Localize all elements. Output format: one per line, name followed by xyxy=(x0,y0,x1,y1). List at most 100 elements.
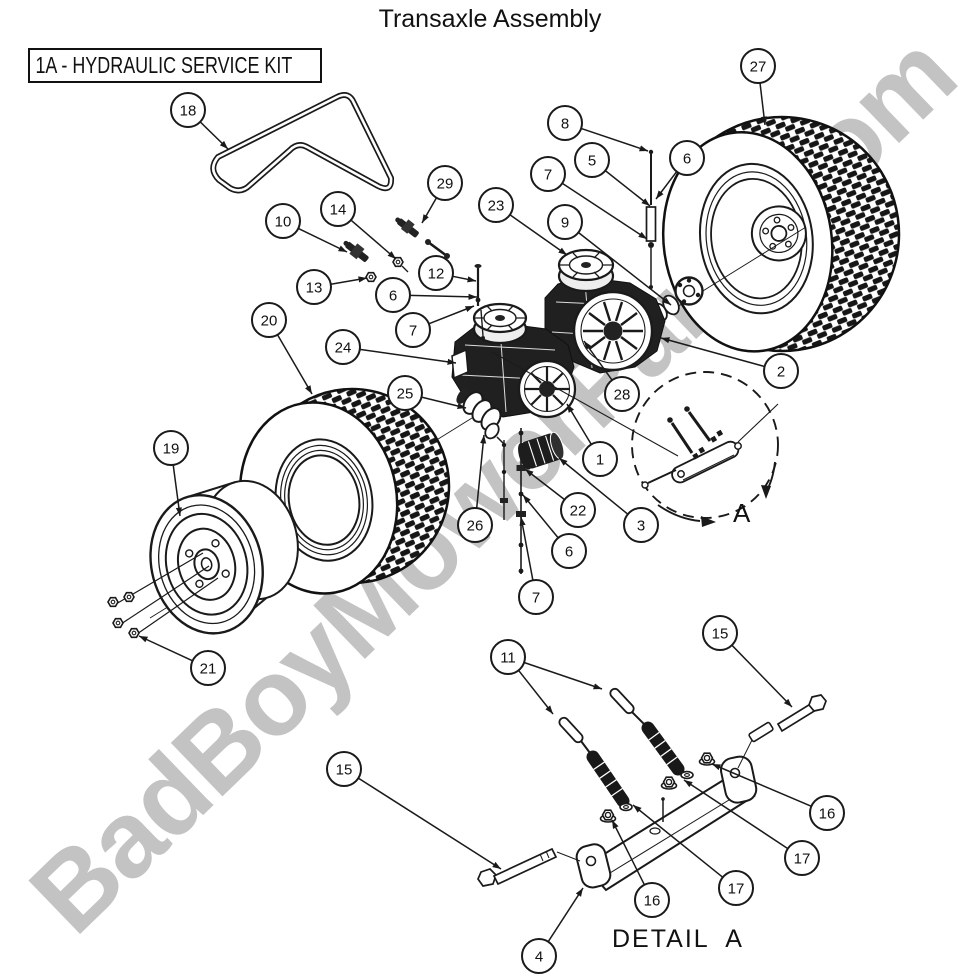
callout-balloon xyxy=(296,269,332,305)
right-transaxle xyxy=(544,248,666,374)
washer xyxy=(680,770,694,780)
callout-21: 21 xyxy=(138,635,226,686)
callout-balloon xyxy=(763,353,799,389)
leader-line xyxy=(759,82,768,126)
leader-line xyxy=(428,305,475,325)
callout-balloon xyxy=(418,255,454,291)
callout-number: 20 xyxy=(261,313,278,330)
callout-number: 24 xyxy=(335,340,352,357)
leader-line xyxy=(357,777,502,870)
callout-balloon xyxy=(326,751,362,787)
leader-line xyxy=(583,340,613,381)
callout-number: 6 xyxy=(389,288,397,305)
leader-line xyxy=(475,434,487,509)
callout-number: 7 xyxy=(409,323,417,340)
callout-17: 17 xyxy=(683,779,820,876)
wheel-rim xyxy=(149,479,299,635)
leader-line xyxy=(409,293,478,300)
leader-line xyxy=(421,396,467,409)
callout-number: 6 xyxy=(565,544,573,561)
leader-line xyxy=(632,804,724,878)
callout-balloon xyxy=(604,376,640,412)
washer xyxy=(619,802,633,812)
leader-line xyxy=(509,214,568,256)
callout-6: 6 xyxy=(522,494,587,569)
callout-number: 5 xyxy=(588,153,596,170)
callout-23: 23 xyxy=(478,187,568,256)
callout-18: 18 xyxy=(170,92,229,150)
callout-13: 13 xyxy=(296,269,368,305)
callout-29: 29 xyxy=(421,165,463,224)
callout-number: 4 xyxy=(535,949,543,966)
callout-22: 22 xyxy=(524,468,596,528)
flange-nut xyxy=(660,776,678,790)
callout-number: 18 xyxy=(180,103,197,120)
callout-balloon xyxy=(623,507,659,543)
leader-line xyxy=(731,644,793,708)
leader-line xyxy=(524,468,566,501)
axle-hub-flange xyxy=(674,276,704,306)
callout-27: 27 xyxy=(740,48,776,126)
callout-balloon xyxy=(669,140,705,176)
callout-balloon xyxy=(190,650,226,686)
kit-label: 1A - HYDRAULIC SERVICE KIT xyxy=(35,52,293,78)
detail-reference-circle xyxy=(491,351,779,527)
leader-line xyxy=(519,516,534,581)
callout-7: 7 xyxy=(530,156,648,240)
leader-line xyxy=(523,661,603,690)
callout-number: 8 xyxy=(561,116,569,133)
callout-28: 28 xyxy=(583,340,640,412)
lug-bolts xyxy=(107,552,219,639)
callout-number: 22 xyxy=(570,503,587,520)
leader-line xyxy=(172,464,182,517)
callout-number: 2 xyxy=(777,364,785,381)
drive-belt xyxy=(210,92,395,194)
leader-line xyxy=(683,779,789,850)
page-title: Transaxle Assembly xyxy=(378,5,602,33)
callout-balloon xyxy=(784,840,820,876)
leader-line xyxy=(711,763,812,807)
callout-balloon xyxy=(387,375,423,411)
callout-balloon xyxy=(718,870,754,906)
detail-view-letter: A xyxy=(733,498,751,528)
callout-balloon xyxy=(457,507,493,543)
callout-number: 16 xyxy=(819,806,836,823)
callout-balloon xyxy=(265,203,301,239)
leader-line xyxy=(138,635,193,662)
bolt-right xyxy=(737,694,827,769)
callout-number: 7 xyxy=(532,590,540,607)
callout-14: 14 xyxy=(320,191,397,260)
callout-8: 8 xyxy=(547,105,649,152)
callout-balloon xyxy=(153,430,189,466)
callout-balloon xyxy=(395,312,431,348)
leader-line xyxy=(561,182,648,240)
leader-line xyxy=(350,219,397,260)
callout-balloon xyxy=(560,492,596,528)
callout-number: 3 xyxy=(637,518,645,535)
callout-5: 5 xyxy=(574,142,651,207)
callout-10: 10 xyxy=(265,203,348,253)
callout-number: 16 xyxy=(644,893,661,910)
callout-6: 6 xyxy=(375,277,478,313)
callout-balloon xyxy=(251,302,287,338)
kit-label-box: 1A - HYDRAULIC SERVICE KIT xyxy=(28,48,322,83)
detail-a-assembly xyxy=(477,687,827,892)
callout-balloon xyxy=(478,187,514,223)
callout-number: 25 xyxy=(397,386,414,403)
callout-26: 26 xyxy=(457,434,493,543)
callout-number: 10 xyxy=(275,214,292,231)
callout-number: 21 xyxy=(200,661,217,678)
callout-balloon xyxy=(740,48,776,84)
callout-number: 19 xyxy=(163,441,180,458)
spring-left xyxy=(558,716,630,810)
leader-line xyxy=(611,819,646,886)
callout-17: 17 xyxy=(632,804,754,906)
callout-6: 6 xyxy=(655,140,705,200)
callout-7: 7 xyxy=(395,305,475,348)
callout-number: 9 xyxy=(561,215,569,232)
callout-4: 4 xyxy=(521,887,584,974)
callout-balloon xyxy=(325,329,361,365)
